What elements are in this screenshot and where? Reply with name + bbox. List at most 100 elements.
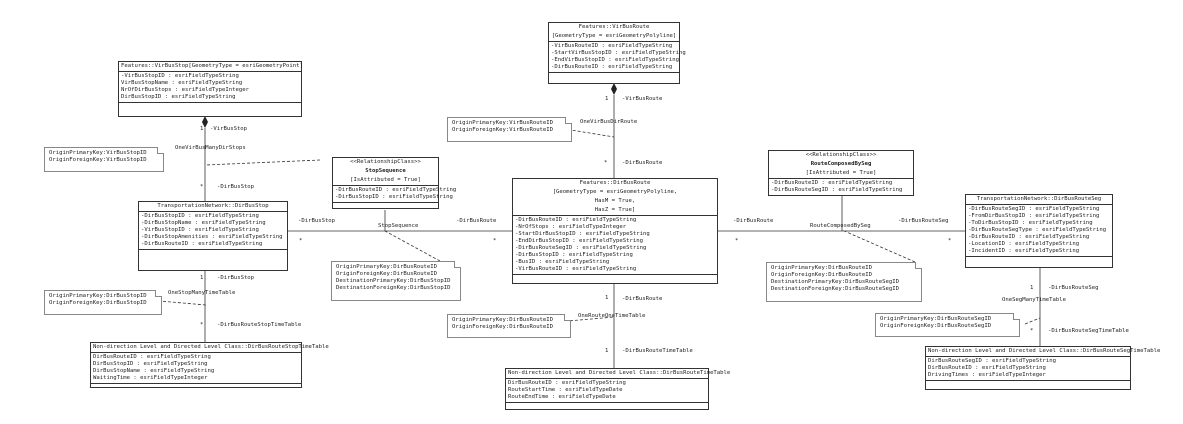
class-header: Non-direction Level and Directed Level C… [93,344,329,350]
role-label: -DirBusStop [217,275,255,281]
note-line: OriginForeignKey:DirBusRouteID [336,271,438,277]
multiplicity-label: * [200,184,204,190]
class-dirbusroute[interactable]: Features::DirBusRoute [GeometryType = es… [512,178,718,284]
class-header: Non-direction Level and Directed Level C… [928,348,1161,354]
class-tagged-value: [GeometryType = esriGeometryPolyline, [552,189,678,195]
attribute: -FromDirBusStopID : esriFieldTypeString [968,213,1100,219]
attribute: -NrOfStops : esriFieldTypeInteger [515,224,627,230]
note-fold-corner [565,117,572,124]
attribute-list: -DirBusRouteID : esriFieldTypeString -Di… [769,178,913,195]
note-line: OriginForeignKey:DirBusRouteID [452,324,554,330]
note-line: OriginPrimaryKey:DirBusRouteSegID [880,316,992,322]
note-line: OriginPrimaryKey:DirBusRouteID [336,264,438,270]
association-name-label: StopSequence [378,223,419,229]
note-line: OriginPrimaryKey:DirBusRouteID [452,317,554,323]
multiplicity-label: 1 [605,348,609,354]
class-header: Features::VirBusRoute [578,24,650,30]
attribute: -EndDirBusStopID : esriFieldTypeString [515,238,643,244]
class-virbusstop[interactable]: Features::VirBusStop[GeometryType = esri… [118,61,303,117]
note-link-n5 [841,229,916,263]
attribute: -StartVirBusStopID : esriFieldTypeString [551,50,686,56]
relationship-class-routecomposedbyseg[interactable]: <<RelationshipClass>> RouteComposedBySeg… [768,150,914,196]
note-fold-corner [157,147,164,154]
note-routecomposed-keys: OriginPrimaryKey:DirBusRouteID OriginFor… [766,262,922,302]
association-name-label: OneStopManyTimeTable [168,290,236,296]
attribute: DirBusRouteSegID : esriFieldTypeString [928,358,1056,364]
multiplicity-label: 1 [1030,285,1034,291]
multiplicity-label: 1 [605,295,609,301]
class-dirbusroutestoptimetable[interactable]: Non-direction Level and Directed Level C… [90,342,329,388]
operations-section [513,274,717,281]
relationship-class-stopsequence[interactable]: <<RelationshipClass>> StopSequence [IsAt… [332,157,457,209]
note-fold-corner [155,290,162,297]
attribute: -DirBusRouteID : esriFieldTypeString [335,187,457,193]
attribute-list: DirBusRouteID : esriFieldTypeString Rout… [506,378,708,402]
multiplicity-label: * [604,160,608,166]
note-line: OriginForeignKey:DirBusRouteSegID [880,323,992,329]
note-line: OriginPrimaryKey:DirBusRouteID [771,265,873,271]
note-fold-corner [1013,313,1020,320]
attribute-list: -VirBusRouteID : esriFieldTypeString -St… [549,41,686,72]
multiplicity-label: 1 [605,96,609,102]
stereotype: <<RelationshipClass>> [805,152,877,158]
attribute: -ToDirBusStopID : esriFieldTypeString [968,220,1093,226]
class-tagged-value: HasZ = True] [594,207,636,213]
association-name-label: OneVirBusDirRoute [580,119,638,125]
attribute: DrivingTimes : esriFieldTypeInteger [928,372,1046,378]
note-line: DestinationPrimaryKey:DirBusStopID [336,278,451,284]
attribute: -EndVirBusStopID : esriFieldTypeString [551,57,679,63]
role-label: -DirBusStop [298,218,336,224]
attribute: NrOfDirBusStops : esriFieldTypeInteger [121,87,249,93]
attribute: DirBusRouteID : esriFieldTypeString [508,380,626,386]
note-line: OriginPrimaryKey:DirBusStopID [49,293,147,299]
attribute: DirBusStopID : esriFieldTypeString [121,94,236,100]
multiplicity-label: * [735,238,739,244]
class-dirbusstop[interactable]: TransportationNetwork::DirBusStop -DirBu… [138,201,288,271]
class-dirbusroutetimetable[interactable]: Non-direction Level and Directed Level C… [505,368,731,410]
note-line: DestinationPrimaryKey:DirBusRouteSegID [771,279,899,285]
association-name-label: OneVirBusManyDirStops [175,145,246,151]
attribute: -DirBusRouteSegID : esriFieldTypeString [771,187,903,193]
operations-section [139,249,287,264]
attribute: -DirBusRouteSegType : esriFieldTypeStrin… [968,227,1107,233]
attribute-list: -DirBusRouteSegID : esriFieldTypeString … [966,204,1112,256]
attribute: -DirBusStopID : esriFieldTypeString [335,194,453,200]
attribute: WaitingTime : esriFieldTypeInteger [93,375,208,381]
class-dirbusrouteseg[interactable]: TransportationNetwork::DirBusRouteSeg -D… [965,194,1113,268]
note-line: OriginPrimaryKey:VirBusRouteID [452,120,554,126]
attribute-list: DirBusRouteSegID : esriFieldTypeString D… [926,356,1130,380]
attribute: DirBusStopName : esriFieldTypeString [93,368,215,374]
attribute: -VirBusStopID : esriFieldTypeString [121,73,239,79]
role-label: -DirBusRoute [622,296,663,302]
association-name-label: RouteComposedBySeg [810,223,871,229]
attribute: -DirBusRouteSegID : esriFieldTypeString [515,245,647,251]
note-link-n1 [205,159,321,166]
note-line: OriginForeignKey:DirBusRouteID [771,272,873,278]
attribute-list: -DirBusStopID : esriFieldTypeString -Dir… [139,211,287,249]
attribute: -DirBusRouteID : esriFieldTypeString [771,180,893,186]
class-header: Non-direction Level and Directed Level C… [508,370,731,376]
multiplicity-label: 1 [200,275,204,281]
note-fold-corner [564,314,571,321]
multiplicity-label: * [948,238,952,244]
role-label: -DirBusRouteTimeTable [622,348,693,354]
note-dirbusrouteseg-keys: OriginPrimaryKey:DirBusRouteSegID Origin… [875,313,1020,337]
attribute-list: -DirBusRouteID : esriFieldTypeString -Nr… [513,215,717,274]
attribute: -LocationID : esriFieldTypeString [968,241,1080,247]
attribute: -DirBusRouteID : esriFieldTypeString [968,234,1090,240]
role-label: -DirBusRouteSegTimeTable [1048,328,1129,334]
attribute: -DirBusStopName : esriFieldTypeString [141,220,266,226]
attribute: -StartDirBusStopID : esriFieldTypeString [515,231,650,237]
composition-diamond-virbusroute [611,83,617,95]
attribute: -DirBusRouteSegID : esriFieldTypeString [968,206,1100,212]
role-label: -VirBusStop [210,126,248,132]
attribute-list: -VirBusStopID : esriFieldTypeString VirB… [119,71,301,102]
class-dirbusroutesegtimetable[interactable]: Non-direction Level and Directed Level C… [925,346,1161,390]
note-virbusstop-keys: OriginPrimaryKey:VirBusStopID OriginFore… [44,147,164,172]
composition-diamond-virbusstop [202,116,208,128]
operations-section [966,256,1112,263]
role-label: -DirBusRouteSeg [1048,285,1099,291]
class-virbusroute[interactable]: Features::VirBusRoute [GeometryType = es… [548,22,686,84]
